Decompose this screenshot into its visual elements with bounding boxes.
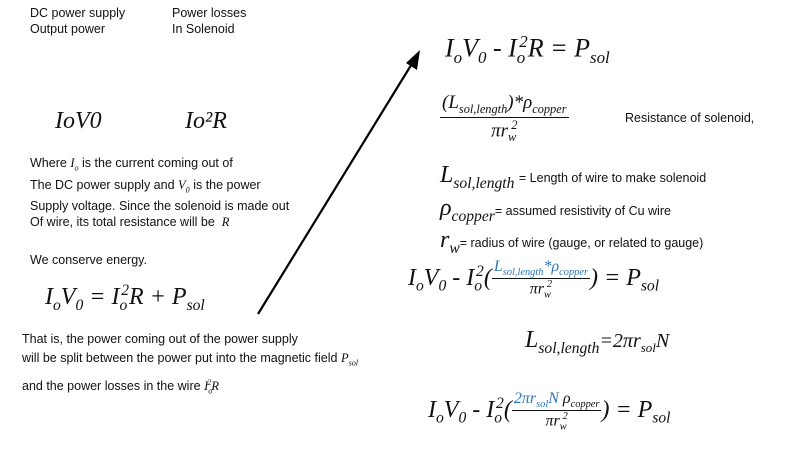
iv-symbol: IoV0 — [55, 108, 102, 134]
def-length: Lsol,length = Length of wire to make sol… — [440, 162, 707, 192]
power-equation: IoV0 - Io2R = Psol — [445, 32, 610, 67]
explanation-paragraph: That is, the power coming out of the pow… — [22, 332, 359, 396]
def-rho: ρcopper= assumed resistivity of Cu wire — [440, 195, 671, 225]
def-radius: rw= radius of wire (gauge, or related to… — [440, 227, 704, 257]
arrow-head-icon — [406, 50, 420, 70]
length-equation: Lsol,length=2πrsolN — [525, 327, 670, 357]
energy-equation: IoV0 = Io2R + Psol — [45, 282, 205, 314]
resistance-label: Resistance of solenoid, — [625, 111, 755, 125]
i2r-symbol: Io²R — [185, 108, 227, 134]
definition-paragraph: Where Io is the current coming out of Th… — [30, 156, 290, 229]
conserve-energy-text: We conserve energy. — [30, 253, 147, 267]
